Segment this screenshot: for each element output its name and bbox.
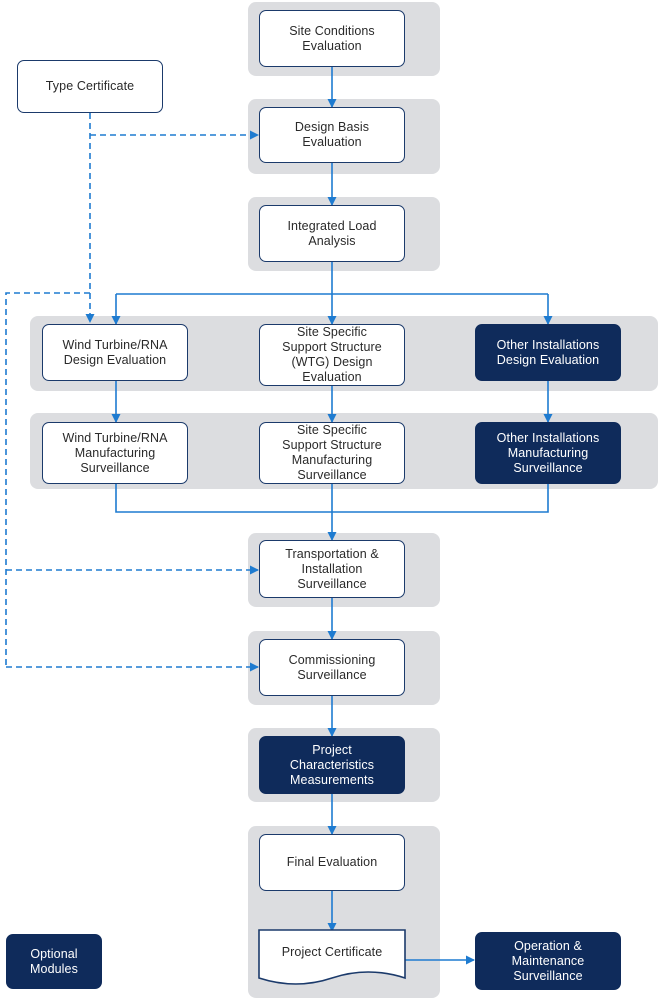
- node-site-conditions: Site Conditions Evaluation: [259, 10, 405, 67]
- node-type-certificate: Type Certificate: [17, 60, 163, 113]
- legend-optional-modules: Optional Modules: [6, 934, 102, 989]
- node-support-structure-manufacturing: Site Specific Support Structure Manufact…: [259, 422, 405, 484]
- project-certificate-shape: [258, 929, 406, 985]
- node-design-basis: Design Basis Evaluation: [259, 107, 405, 163]
- node-project-certificate: Project Certificate: [281, 944, 383, 959]
- node-final-evaluation: Final Evaluation: [259, 834, 405, 891]
- node-other-manufacturing: Other Installations Manufacturing Survei…: [475, 422, 621, 484]
- node-wt-rna-design: Wind Turbine/RNA Design Evaluation: [42, 324, 188, 381]
- dashed-left-vertical: [5, 292, 90, 667]
- node-commissioning: Commissioning Surveillance: [259, 639, 405, 696]
- node-transportation: Transportation & Installation Surveillan…: [259, 540, 405, 598]
- node-wt-rna-manufacturing: Wind Turbine/RNA Manufacturing Surveilla…: [42, 422, 188, 484]
- node-project-characteristics: Project Characteristics Measurements: [259, 736, 405, 794]
- node-operation-maintenance: Operation & Maintenance Surveillance: [475, 932, 621, 990]
- node-integrated-load: Integrated Load Analysis: [259, 205, 405, 262]
- node-other-design: Other Installations Design Evaluation: [475, 324, 621, 381]
- node-support-structure-design: Site Specific Support Structure (WTG) De…: [259, 324, 405, 386]
